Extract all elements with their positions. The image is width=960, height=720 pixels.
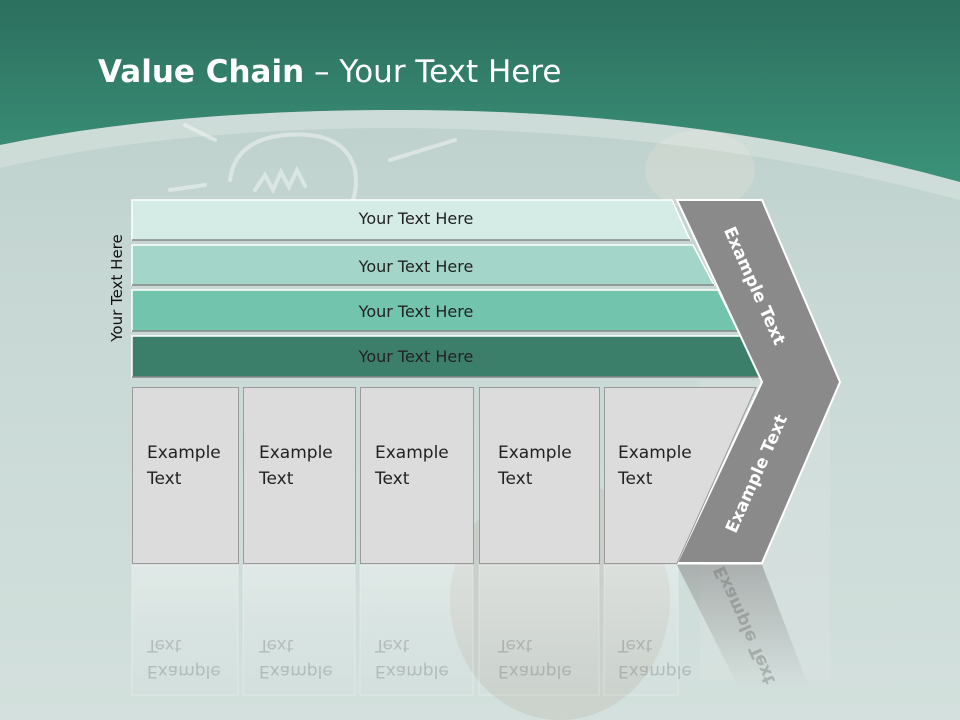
reflection-box-2 xyxy=(242,564,356,696)
bar-1-label: Your Text Here xyxy=(358,209,474,228)
example-box-5 xyxy=(604,387,757,564)
bar-4-label: Your Text Here xyxy=(358,347,474,366)
chevron-arrow xyxy=(675,199,842,564)
reflection-box-3 xyxy=(359,564,474,696)
reflection-box-5 xyxy=(603,564,679,696)
slide-title: Value Chain – Your Text Here xyxy=(98,54,561,90)
title-rest: – Your Text Here xyxy=(304,54,562,90)
lightbulb-sketch xyxy=(168,123,457,222)
example-box-4 xyxy=(479,387,600,564)
reflection-chevron xyxy=(677,565,810,690)
reflection-box-4 xyxy=(478,564,600,696)
process-bars xyxy=(131,199,764,378)
example-box-2 xyxy=(243,387,356,564)
example-box-1 xyxy=(132,387,239,564)
header-band xyxy=(0,0,960,182)
side-label-text: Your Text Here xyxy=(108,234,126,342)
example-box-3 xyxy=(360,387,474,564)
bar-2-label: Your Text Here xyxy=(358,257,474,276)
reflection-box-1 xyxy=(131,564,239,696)
header-highlight xyxy=(0,110,960,200)
bar-3-label: Your Text Here xyxy=(358,302,474,321)
title-bold: Value Chain xyxy=(98,54,305,90)
